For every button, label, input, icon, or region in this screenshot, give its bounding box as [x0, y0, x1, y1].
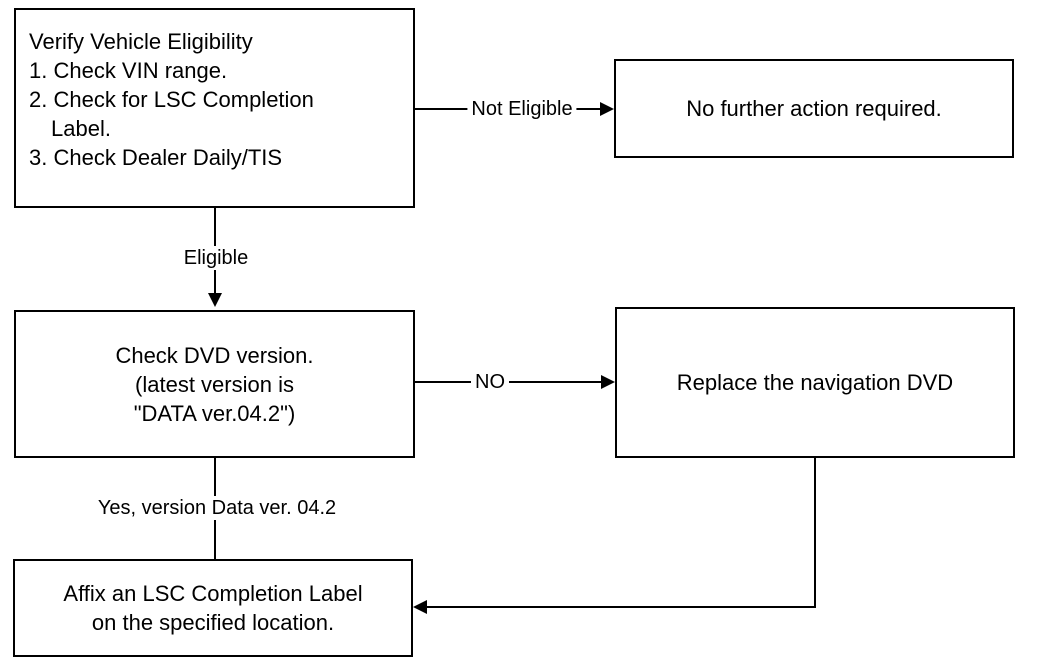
node-verify-title: Verify Vehicle Eligibility — [29, 29, 253, 54]
edge-label-no: NO — [471, 370, 509, 394]
node-check-dvd-line-1: Check DVD version. — [115, 342, 314, 368]
connector-replace-to-affix-vertical — [814, 458, 816, 608]
node-replace-dvd-label: Replace the navigation DVD — [676, 370, 954, 395]
edge-label-yes-version: Yes, version Data ver. 04.2 — [93, 496, 341, 520]
connector-replace-to-affix-horizontal — [427, 606, 816, 608]
node-verify-step-1: 1. Check VIN range. — [29, 58, 228, 83]
arrowhead-no-icon — [601, 375, 615, 389]
arrowhead-not-eligible-icon — [600, 102, 614, 116]
node-check-dvd-version: Check DVD version. (latest version is "D… — [14, 310, 415, 458]
arrowhead-eligible-icon — [208, 293, 222, 307]
edge-label-eligible: Eligible — [179, 246, 253, 270]
edge-label-not-eligible: Not Eligible — [467, 97, 577, 121]
node-affix-label-line-2: on the specified location. — [91, 610, 335, 635]
node-check-dvd-line-2: (latest version is — [135, 371, 294, 397]
node-check-dvd-line-3: "DATA ver.04.2") — [133, 400, 296, 426]
node-affix-label-line-1: Affix an LSC Completion Label — [63, 581, 363, 606]
node-no-further-action-label: No further action required. — [686, 96, 942, 121]
node-verify-step-2-cont: Label. — [51, 116, 111, 141]
arrowhead-replace-to-affix-icon — [413, 600, 427, 614]
node-verify-step-3: 3. Check Dealer Daily/TIS — [29, 145, 283, 170]
node-verify-step-2: 2. Check for LSC Completion — [29, 87, 314, 112]
node-affix-label: Affix an LSC Completion Label on the spe… — [13, 559, 413, 657]
node-verify-eligibility: Verify Vehicle Eligibility 1. Check VIN … — [14, 8, 415, 208]
node-no-further-action: No further action required. — [614, 59, 1014, 158]
node-replace-dvd: Replace the navigation DVD — [615, 307, 1015, 458]
